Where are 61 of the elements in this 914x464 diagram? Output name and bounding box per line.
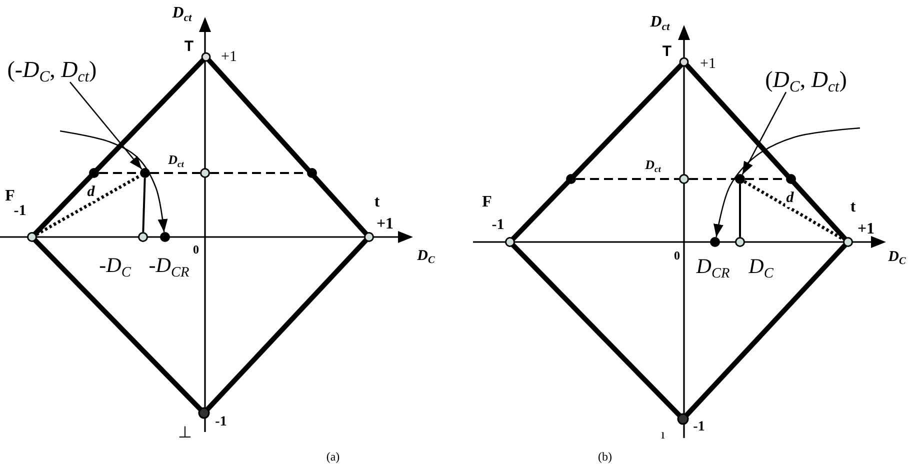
tick-label: -1: [215, 416, 227, 430]
point-marker: [679, 174, 689, 184]
tick-label: +1: [700, 57, 716, 73]
point-dot: [566, 174, 576, 184]
point-marker: [364, 232, 374, 242]
point-dot: [735, 174, 745, 184]
point-marker: [735, 237, 745, 247]
tick-label: +1: [221, 50, 237, 66]
point-marker: [843, 237, 853, 247]
point-label: D$_{C}$: [748, 254, 774, 278]
point-marker: [200, 168, 210, 178]
point-label: -D$_{CR}$: [148, 254, 190, 276]
tick-label: -1: [693, 420, 705, 436]
coordinate-label: (D$_{C}$, D$_{ct}$): [765, 68, 847, 92]
vertex-label: F: [5, 188, 15, 205]
curved-arrow: [60, 130, 168, 232]
vertex-label: t: [374, 194, 380, 212]
dashed-line: [689, 178, 735, 180]
point-marker: [27, 232, 37, 242]
leader-arrow: [70, 82, 142, 170]
coordinate-label: (-D$_{C}$, D$_{ct}$): [7, 58, 97, 82]
point-label: -D$_{C}$: [99, 254, 131, 276]
axis-label: D$_{ct}$: [650, 14, 670, 32]
origin-label: 0: [674, 250, 680, 262]
point-dot: [307, 168, 317, 178]
point-dot: [160, 232, 170, 242]
edge-label: d: [785, 191, 795, 207]
vertex-label: F: [482, 194, 492, 212]
panel-caption: (b): [598, 450, 612, 464]
point-dot: [89, 168, 99, 178]
dashed-line: [150, 172, 200, 174]
axis-value-label: D$_{ct}$: [168, 153, 184, 167]
axis-label: D$_{C}$: [888, 250, 906, 266]
dotted-line: [36, 174, 142, 236]
point-marker: [505, 237, 515, 247]
point-dot: [710, 237, 720, 247]
origin-label: 0: [193, 244, 199, 256]
tick-label: -1: [14, 204, 26, 220]
curved-arrow: [714, 127, 860, 238]
axis-label: D$_{C}$: [417, 249, 435, 265]
vertex-label: t: [850, 200, 856, 216]
tick-label: -1: [492, 218, 504, 234]
vertex-label: T: [662, 44, 672, 60]
tick-label: +1: [376, 216, 394, 234]
point-dot: [786, 174, 796, 184]
vertex-label: ⊥: [178, 426, 192, 442]
point-dot: [140, 168, 150, 178]
projection-line: [142, 178, 146, 232]
vertex-label: ı: [661, 428, 665, 444]
tick-label: +1: [857, 222, 875, 238]
dotted-line: [744, 180, 844, 241]
point-label: D$_{CR}$: [696, 254, 730, 278]
leader-arrow: [742, 92, 787, 175]
vertex-label: T: [184, 39, 194, 55]
edge-label: d: [86, 185, 96, 201]
axis-value-label: D$_{ct}$: [645, 158, 661, 172]
axis-label: D$_{ct}$: [172, 6, 192, 22]
projection-line: [739, 184, 741, 237]
point-marker: [138, 232, 148, 242]
dashed-line: [576, 178, 679, 180]
panel-caption: (a): [326, 450, 340, 464]
